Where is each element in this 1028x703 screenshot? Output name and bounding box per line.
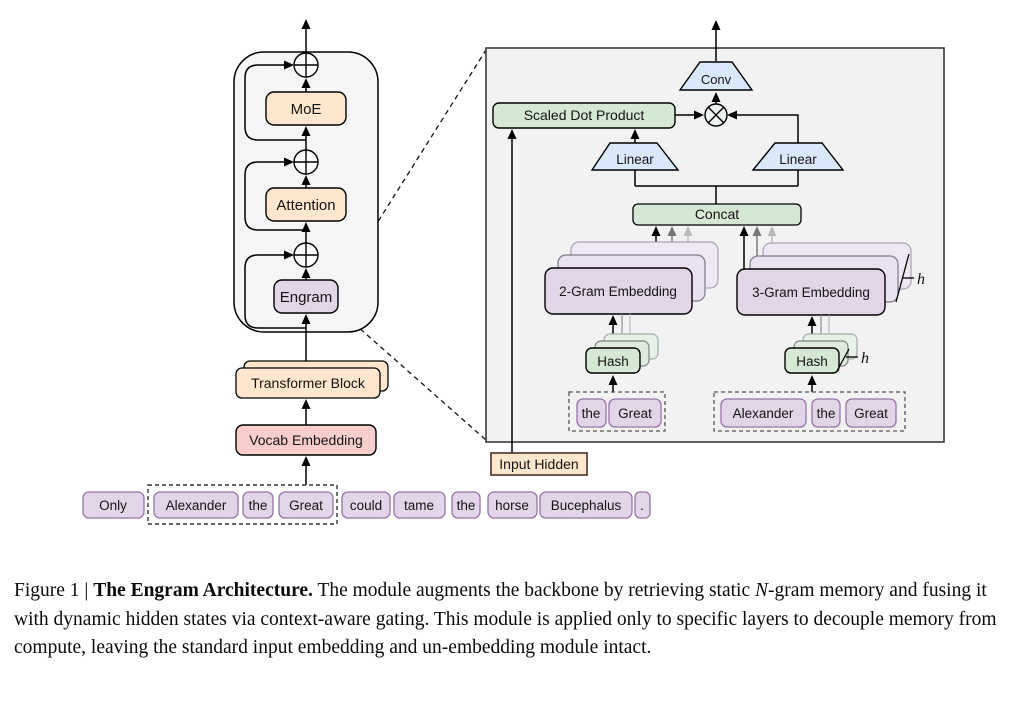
bigram-embedding-stack: 2-Gram Embedding bbox=[544, 241, 719, 315]
moe-label: MoE bbox=[291, 101, 322, 118]
concat-label: Concat bbox=[695, 206, 739, 222]
token-label: Great bbox=[618, 406, 652, 421]
figure-1: MoE Attention Engram Transformer Block V… bbox=[14, 19, 1016, 663]
sentence-token: . bbox=[634, 491, 651, 519]
token-label: Great bbox=[854, 406, 888, 421]
engram-architecture-diagram: MoE Attention Engram Transformer Block V… bbox=[82, 19, 945, 525]
trigram-embedding-label: 3-Gram Embedding bbox=[752, 285, 870, 300]
vocab-embedding-block: Vocab Embedding bbox=[235, 424, 377, 456]
heads-count-annotation-embedding: h bbox=[895, 253, 925, 303]
token-label: horse bbox=[495, 498, 529, 513]
caption-body: The module augments the backbone by retr… bbox=[312, 580, 755, 601]
caption-n-variable: N bbox=[754, 580, 768, 601]
concat-block: Concat bbox=[632, 203, 802, 226]
ngram-token: Great bbox=[845, 398, 897, 428]
zoom-connector-bottom bbox=[339, 310, 487, 441]
backbone-flow-arrows bbox=[244, 19, 311, 485]
token-label: the bbox=[457, 498, 476, 513]
attention-label: Attention bbox=[276, 197, 335, 214]
transformer-block-stack: Transformer Block bbox=[235, 360, 389, 399]
heads-count-annotation-hash: h bbox=[836, 348, 869, 372]
attention-block: Attention bbox=[265, 187, 347, 222]
sentence-token: the bbox=[451, 491, 481, 519]
input-hidden-label: Input Hidden bbox=[499, 456, 578, 472]
token-label: Only bbox=[99, 498, 127, 513]
residual-connection-moe bbox=[244, 60, 306, 141]
hash-stack-left: Hash bbox=[585, 333, 659, 374]
engram-block: Engram bbox=[273, 279, 339, 314]
multiply-gate-icon bbox=[704, 103, 728, 127]
ngram-token: the bbox=[576, 398, 607, 428]
sentence-token: tame bbox=[393, 491, 446, 519]
moe-block: MoE bbox=[265, 91, 347, 126]
add-icon bbox=[293, 52, 319, 78]
token-label: the bbox=[249, 498, 268, 513]
bigram-token-group: the Great bbox=[568, 391, 666, 432]
token-label: Bucephalus bbox=[551, 498, 622, 513]
trigram-embedding-stack: 3-Gram Embedding bbox=[736, 242, 912, 316]
sentence-token: Alexander bbox=[153, 491, 239, 519]
linear-label: Linear bbox=[779, 152, 817, 167]
linear-block-right: Linear bbox=[751, 142, 845, 171]
linear-block-left: Linear bbox=[590, 142, 680, 171]
token-label: Alexander bbox=[733, 406, 794, 421]
token-label: could bbox=[350, 498, 382, 513]
residual-connection-engram bbox=[244, 250, 306, 329]
token-label: the bbox=[817, 406, 836, 421]
heads-label: h bbox=[917, 271, 925, 288]
figure-caption: Figure 1 | The Engram Architecture. The … bbox=[14, 577, 1016, 663]
token-label: tame bbox=[404, 498, 434, 513]
hash-stack-right: Hash bbox=[784, 333, 858, 374]
ngram-token: the bbox=[811, 398, 841, 428]
conv-label: Conv bbox=[701, 72, 732, 87]
bigram-dashed-box bbox=[568, 391, 666, 432]
trigram-token-group: Alexander the Great bbox=[713, 391, 906, 432]
hash-label: Hash bbox=[597, 354, 629, 369]
caption-title: The Engram Architecture. bbox=[93, 580, 313, 601]
token-label: the bbox=[582, 406, 601, 421]
scaled-dot-product-label: Scaled Dot Product bbox=[524, 107, 645, 123]
sentence-token: Bucephalus bbox=[539, 491, 633, 519]
ngram-span-dashed-box bbox=[147, 484, 338, 525]
token-label: Alexander bbox=[166, 498, 227, 513]
residual-connection-attention bbox=[244, 157, 306, 231]
engram-label: Engram bbox=[280, 289, 333, 306]
sentence-token: could bbox=[341, 491, 391, 519]
sentence-token: Great bbox=[278, 491, 334, 519]
scaled-dot-product-block: Scaled Dot Product bbox=[492, 102, 676, 129]
input-hidden-block: Input Hidden bbox=[490, 452, 588, 476]
sentence-token-row: Only Alexander the Great could tame the … bbox=[82, 484, 651, 525]
conv-block: Conv bbox=[678, 61, 754, 91]
heads-label: h bbox=[861, 350, 869, 367]
bigram-embedding-label: 2-Gram Embedding bbox=[559, 284, 677, 299]
sentence-token: Only bbox=[82, 491, 145, 519]
sentence-token: the bbox=[242, 491, 274, 519]
trigram-dashed-box bbox=[713, 391, 906, 432]
hash-label: Hash bbox=[796, 354, 828, 369]
ngram-token: Alexander bbox=[720, 398, 807, 428]
token-label: . bbox=[640, 498, 644, 513]
transformer-block-label: Transformer Block bbox=[251, 375, 366, 391]
linear-label: Linear bbox=[616, 152, 654, 167]
module-flow-arrows bbox=[507, 20, 799, 453]
arrow-linear-to-gate bbox=[727, 110, 799, 143]
token-to-hash-arrows bbox=[608, 375, 817, 392]
vocab-embedding-label: Vocab Embedding bbox=[249, 432, 363, 448]
token-label: Great bbox=[289, 498, 323, 513]
caption-body-rest: -gram memory and fusing it with dynamic … bbox=[14, 580, 997, 659]
add-icon bbox=[293, 149, 319, 175]
ngram-token: Great bbox=[608, 398, 662, 428]
caption-prefix: Figure 1 | bbox=[14, 580, 94, 601]
add-icon bbox=[293, 242, 319, 268]
sentence-token: horse bbox=[487, 491, 538, 519]
